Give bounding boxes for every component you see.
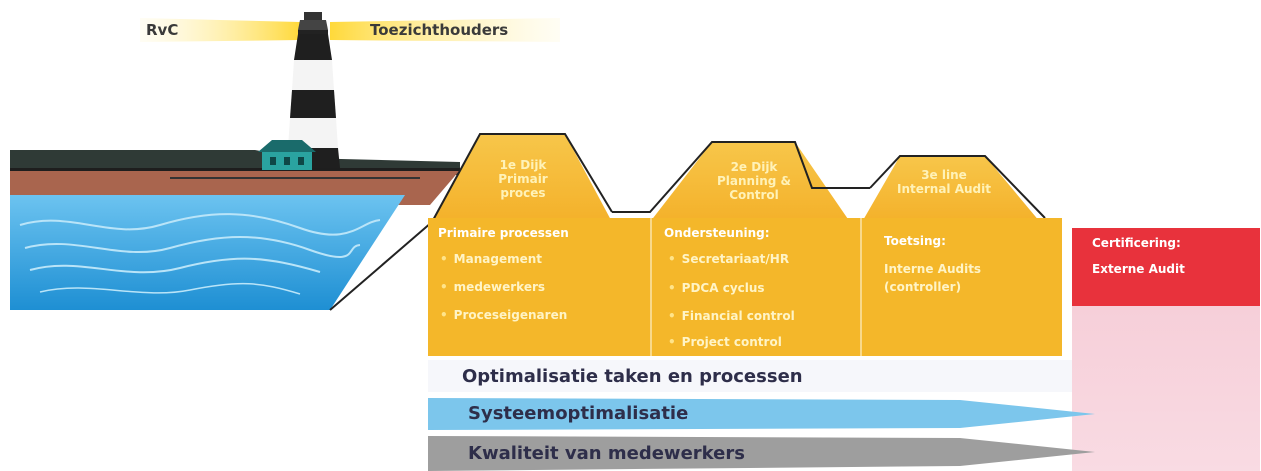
light-beam-left	[140, 18, 300, 42]
primary-item-text: Management	[453, 252, 543, 266]
dike-2	[612, 141, 870, 222]
dike-3	[862, 155, 1046, 222]
primary-item: •Proceseigenaren	[440, 308, 568, 322]
primary-heading: Primaire processen	[438, 226, 569, 240]
external-audit-header	[1072, 228, 1260, 306]
primary-item: •Management	[440, 252, 543, 266]
primary-item-text: Proceseigenaren	[453, 308, 568, 322]
dike-1-title-line: Primair	[498, 172, 548, 186]
box-support	[652, 218, 860, 356]
toezichthouders-label: Toezichthouders	[370, 21, 509, 39]
support-item: •Project control	[668, 335, 782, 349]
light-beam-right	[330, 18, 560, 42]
dike-3-title-line: Internal Audit	[896, 182, 991, 196]
dike-2-title: 2e Dijk Planning & Control	[702, 160, 806, 202]
dike-1-title-line: proces	[500, 186, 546, 200]
primary-item-text: medewerkers	[453, 280, 546, 294]
dike-3-title-line: 3e line	[921, 168, 967, 182]
dike-1-title-line: 1e Dijk	[499, 158, 547, 172]
support-item-text: Secretariaat/HR	[681, 252, 790, 266]
support-item-text: PDCA cyclus	[681, 281, 765, 295]
audit-heading: Toetsing:	[884, 234, 946, 248]
audit-line: (controller)	[884, 280, 962, 294]
rvc-label: RvC	[146, 21, 179, 39]
external-line-2: Externe Audit	[1092, 262, 1185, 276]
box-primary	[428, 218, 650, 356]
sea	[10, 195, 433, 311]
primary-item: •medewerkers	[440, 280, 546, 294]
audit-line: Interne Audits	[884, 262, 982, 276]
bar-systeem-label: Systeemoptimalisatie	[468, 403, 689, 424]
support-item: •PDCA cyclus	[668, 281, 765, 295]
bar-kwaliteit-label: Kwaliteit van medewerkers	[468, 443, 745, 464]
dike-3-title: 3e line Internal Audit	[886, 168, 1002, 196]
support-item: •Secretariaat/HR	[668, 252, 790, 266]
support-item-text: Project control	[681, 335, 782, 349]
dike-2-title-line: Planning &	[717, 174, 791, 188]
dike-1-title: 1e Dijk Primair proces	[470, 158, 576, 200]
support-heading: Ondersteuning:	[664, 226, 770, 240]
dike-1	[431, 133, 613, 223]
dike-2-title-line: 2e Dijk	[730, 160, 778, 174]
lighthouse-icon	[258, 12, 340, 170]
bar-kwaliteit-arrow	[428, 436, 1095, 471]
bar-optimalisatie-bg	[428, 360, 1072, 392]
bar-systeem-arrow	[428, 398, 1095, 430]
dike-2-title-line: Control	[729, 188, 779, 202]
bar-optimalisatie-label: Optimalisatie taken en processen	[462, 366, 803, 387]
support-item-text: Financial control	[681, 309, 795, 323]
box-audit	[862, 218, 1062, 356]
support-item: •Financial control	[668, 309, 795, 323]
external-line-1: Certificering:	[1092, 236, 1181, 250]
